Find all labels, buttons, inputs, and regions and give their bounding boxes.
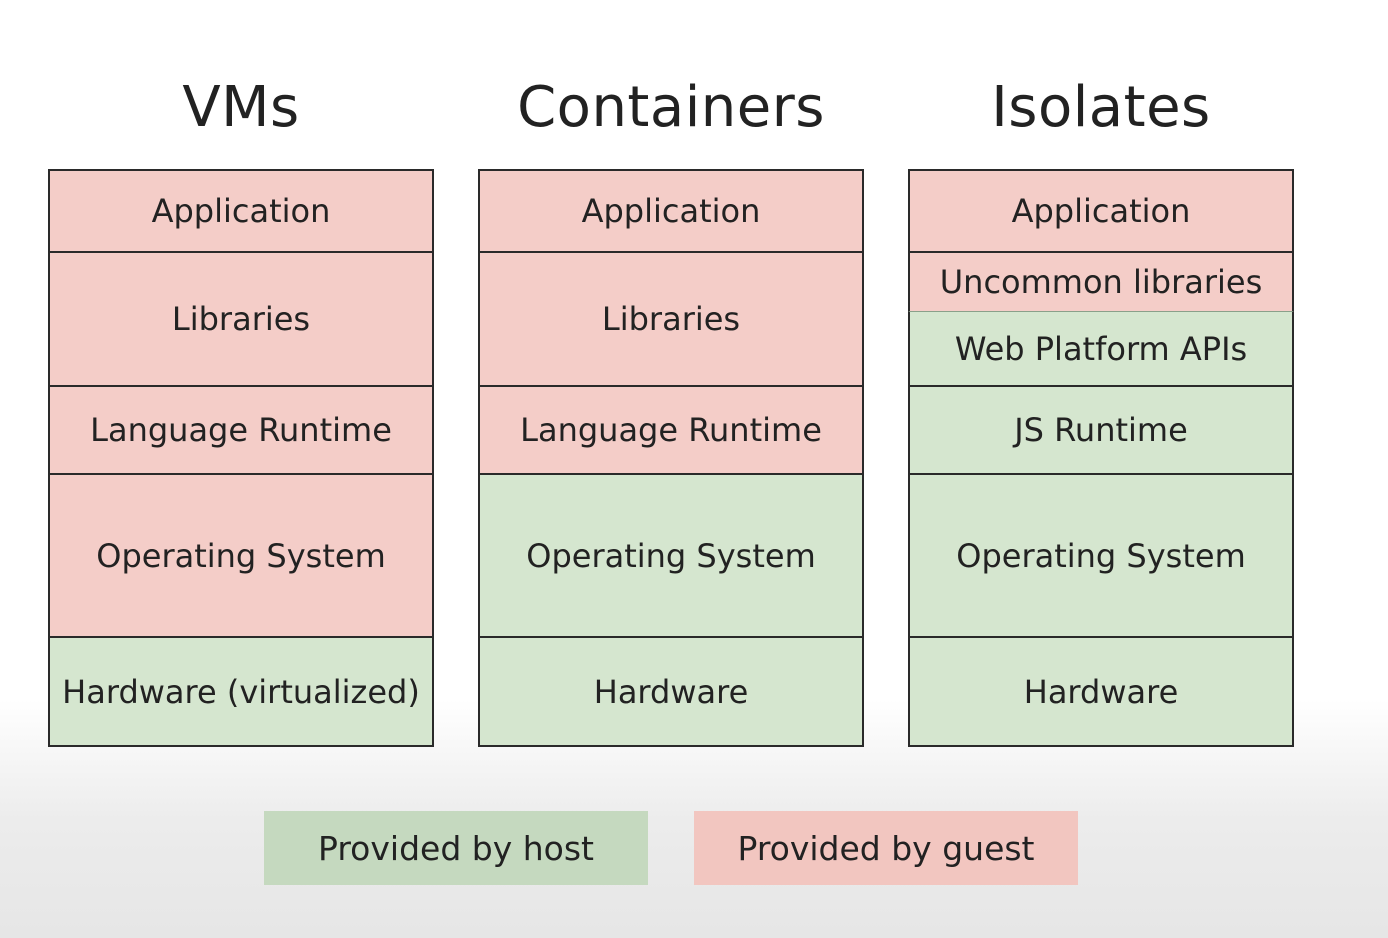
legend-provided-by-host: Provided by host [264,811,648,885]
layer-hardware: Hardware [908,638,1294,747]
layer-language-runtime: Language Runtime [48,387,434,475]
layer-hardware: Hardware (virtualized) [48,638,434,747]
layer-application: Application [48,171,434,253]
layer-operating-system: Operating System [908,475,1294,638]
legend-provided-by-guest: Provided by guest [694,811,1078,885]
column-title-isolates: Isolates [991,75,1211,140]
layer-libraries: Libraries [478,253,864,387]
layer-operating-system: Operating System [478,475,864,638]
column-title-containers: Containers [517,75,825,140]
layer-web-platform-apis: Web Platform APIs [908,312,1294,387]
layer-stack-containers: Application Libraries Language Runtime O… [478,169,864,747]
layer-application: Application [908,171,1294,253]
layer-application: Application [478,171,864,253]
layer-language-runtime: Language Runtime [478,387,864,475]
column-title-vms: VMs [182,75,300,140]
layer-stack-isolates: Application Uncommon libraries Web Platf… [908,169,1294,747]
layer-operating-system: Operating System [48,475,434,638]
layer-libraries: Libraries [48,253,434,387]
layer-stack-vms: Application Libraries Language Runtime O… [48,169,434,747]
layer-uncommon-libraries: Uncommon libraries [908,253,1294,312]
layer-js-runtime: JS Runtime [908,387,1294,475]
layer-hardware: Hardware [478,638,864,747]
